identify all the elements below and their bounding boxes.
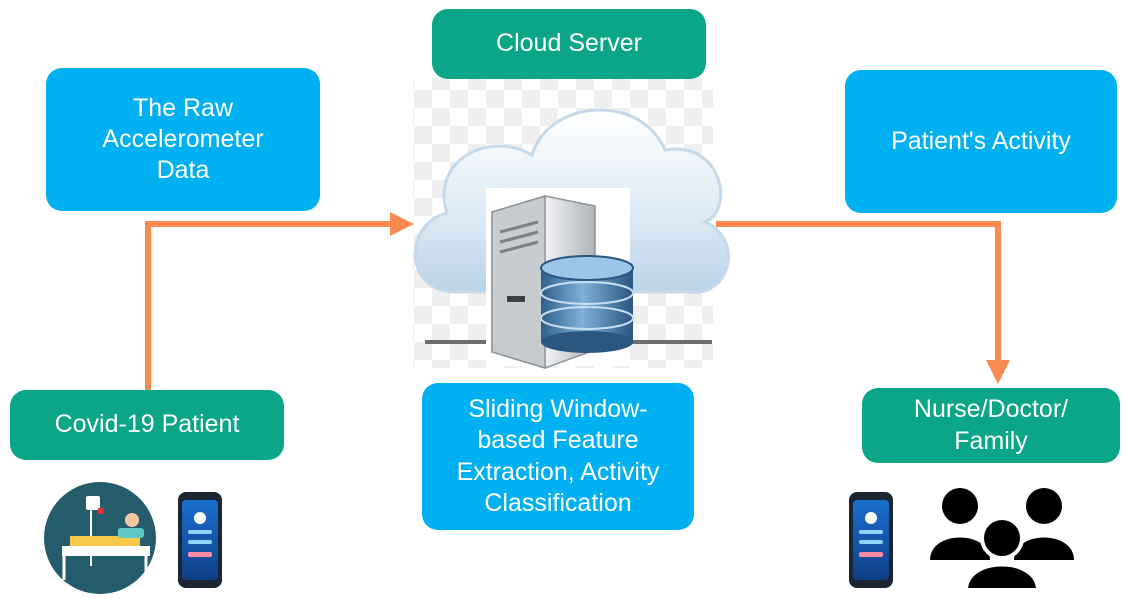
raw-data-box: The Raw Accelerometer Data (46, 68, 320, 211)
flow-arrow-out (716, 221, 1010, 384)
processing-label: Sliding Window- based Feature Extraction… (456, 395, 660, 517)
flow-arrow-in (145, 212, 414, 395)
smartphone-icon (849, 492, 893, 588)
cloud-server-label-box: Cloud Server (432, 9, 706, 79)
database-icon (540, 255, 634, 353)
patient-activity-box: Patient's Activity (845, 70, 1117, 213)
smartphone-icon (178, 492, 222, 588)
cloud-server-label: Cloud Server (496, 29, 642, 58)
covid-patient-box: Covid-19 Patient (10, 390, 284, 460)
raw-data-label: The Raw Accelerometer Data (102, 93, 264, 185)
covid-patient-label: Covid-19 Patient (54, 410, 240, 439)
patient-activity-label: Patient's Activity (891, 126, 1071, 155)
people-group-icon (930, 488, 1074, 592)
recipients-label: Nurse/Doctor/ Family (913, 395, 1069, 455)
recipients-box: Nurse/Doctor/ Family (862, 388, 1120, 463)
hospital-bed-patient-icon (44, 482, 156, 594)
processing-box: Sliding Window- based Feature Extraction… (422, 383, 694, 530)
